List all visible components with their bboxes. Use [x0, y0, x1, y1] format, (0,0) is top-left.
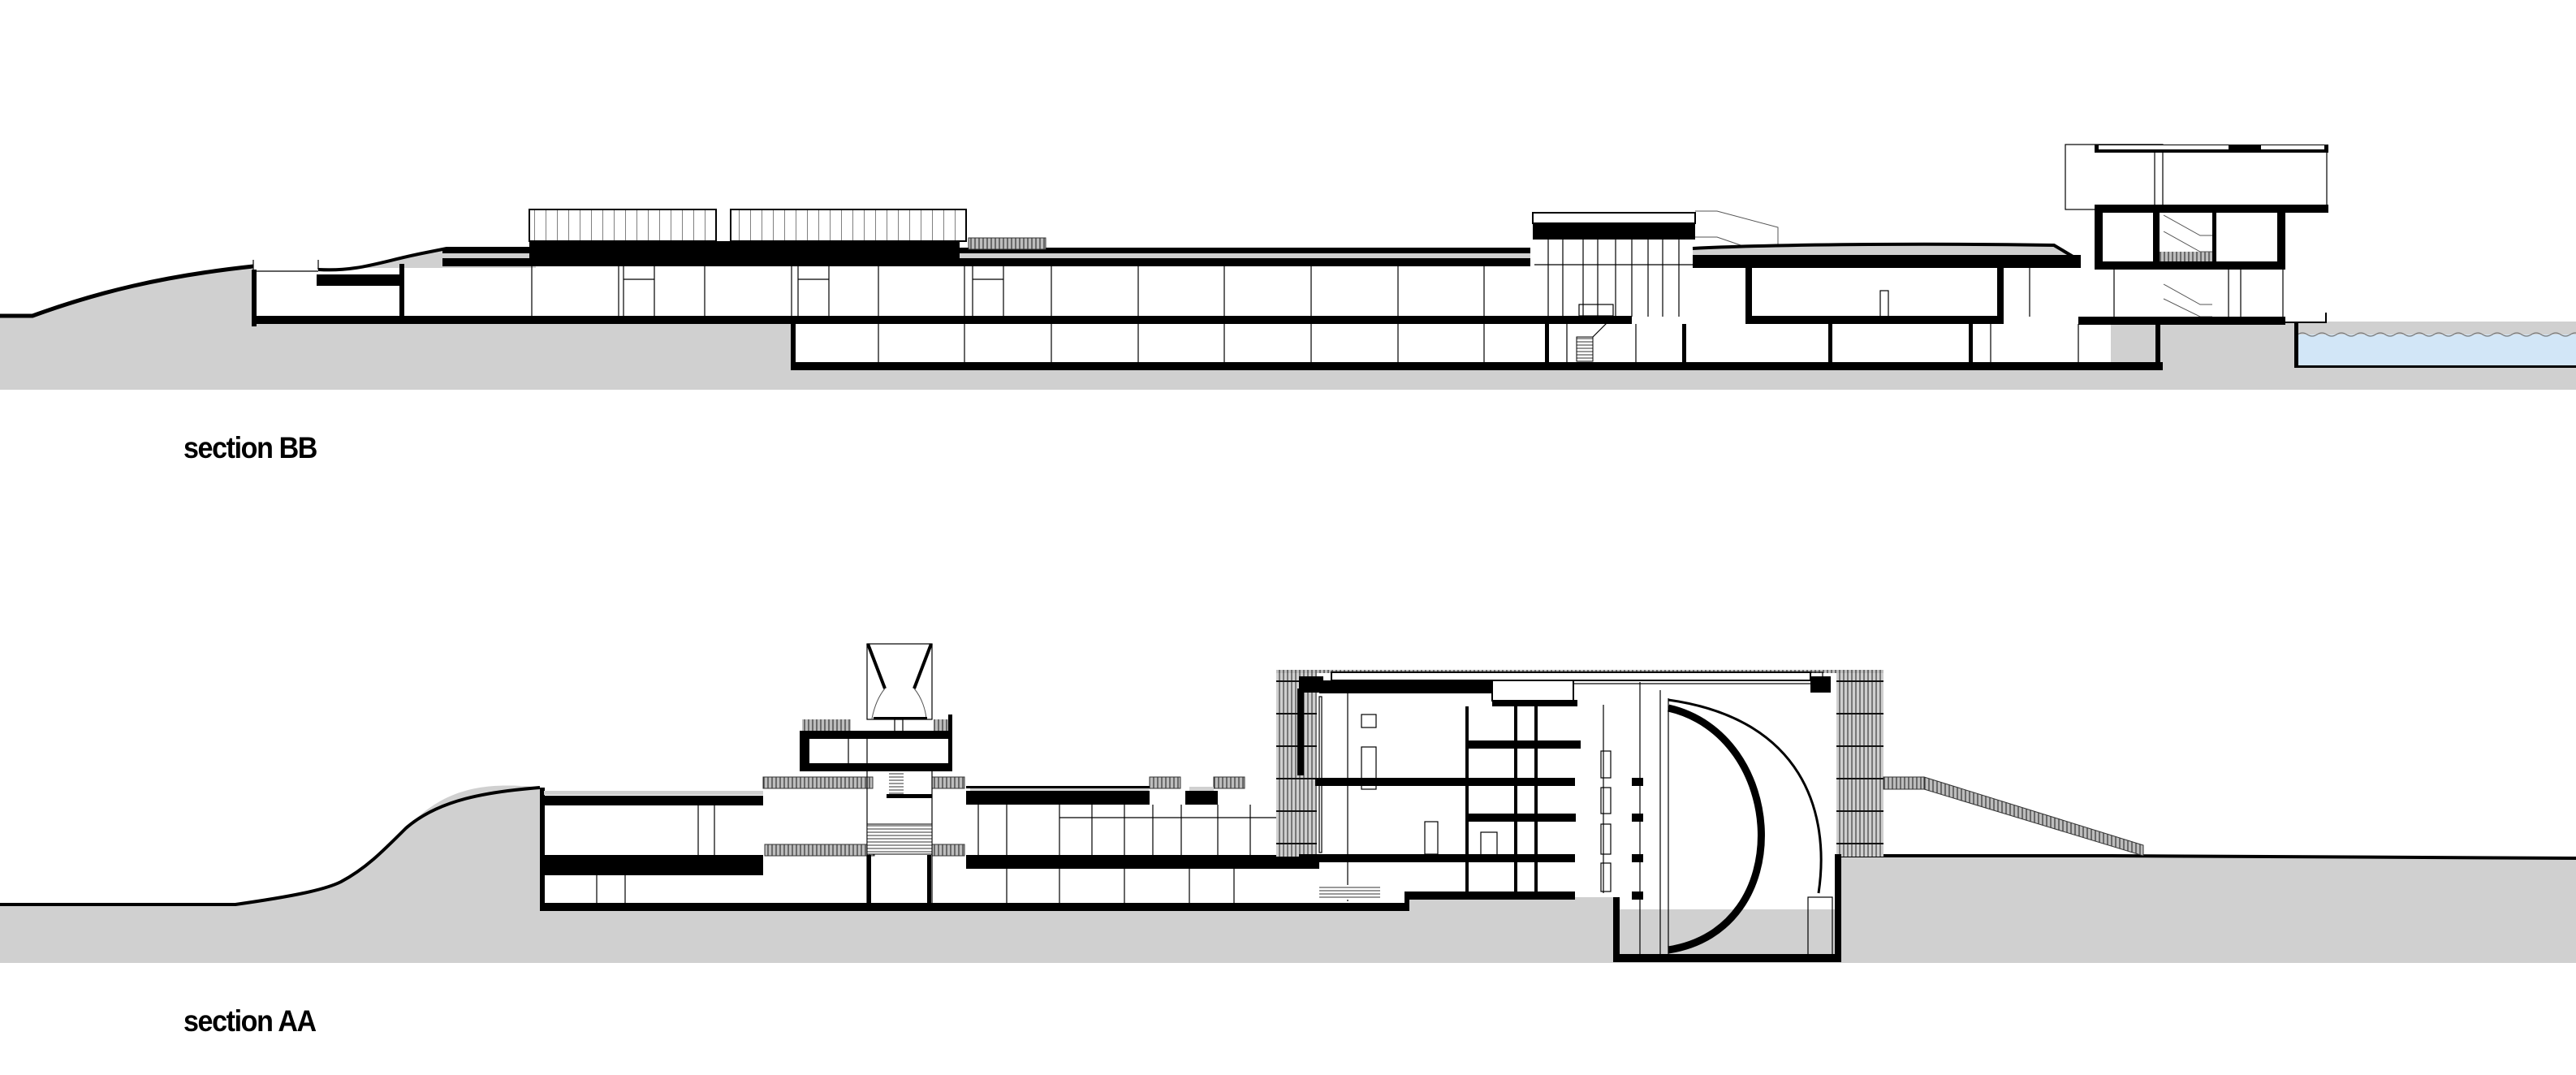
section-aa-label: section AA	[183, 1004, 317, 1038]
section-aa-drawing	[0, 643, 2576, 963]
section-bb-drawing	[0, 144, 2576, 390]
bb-ground	[0, 266, 2298, 390]
section-bb-label: section BB	[183, 431, 317, 464]
